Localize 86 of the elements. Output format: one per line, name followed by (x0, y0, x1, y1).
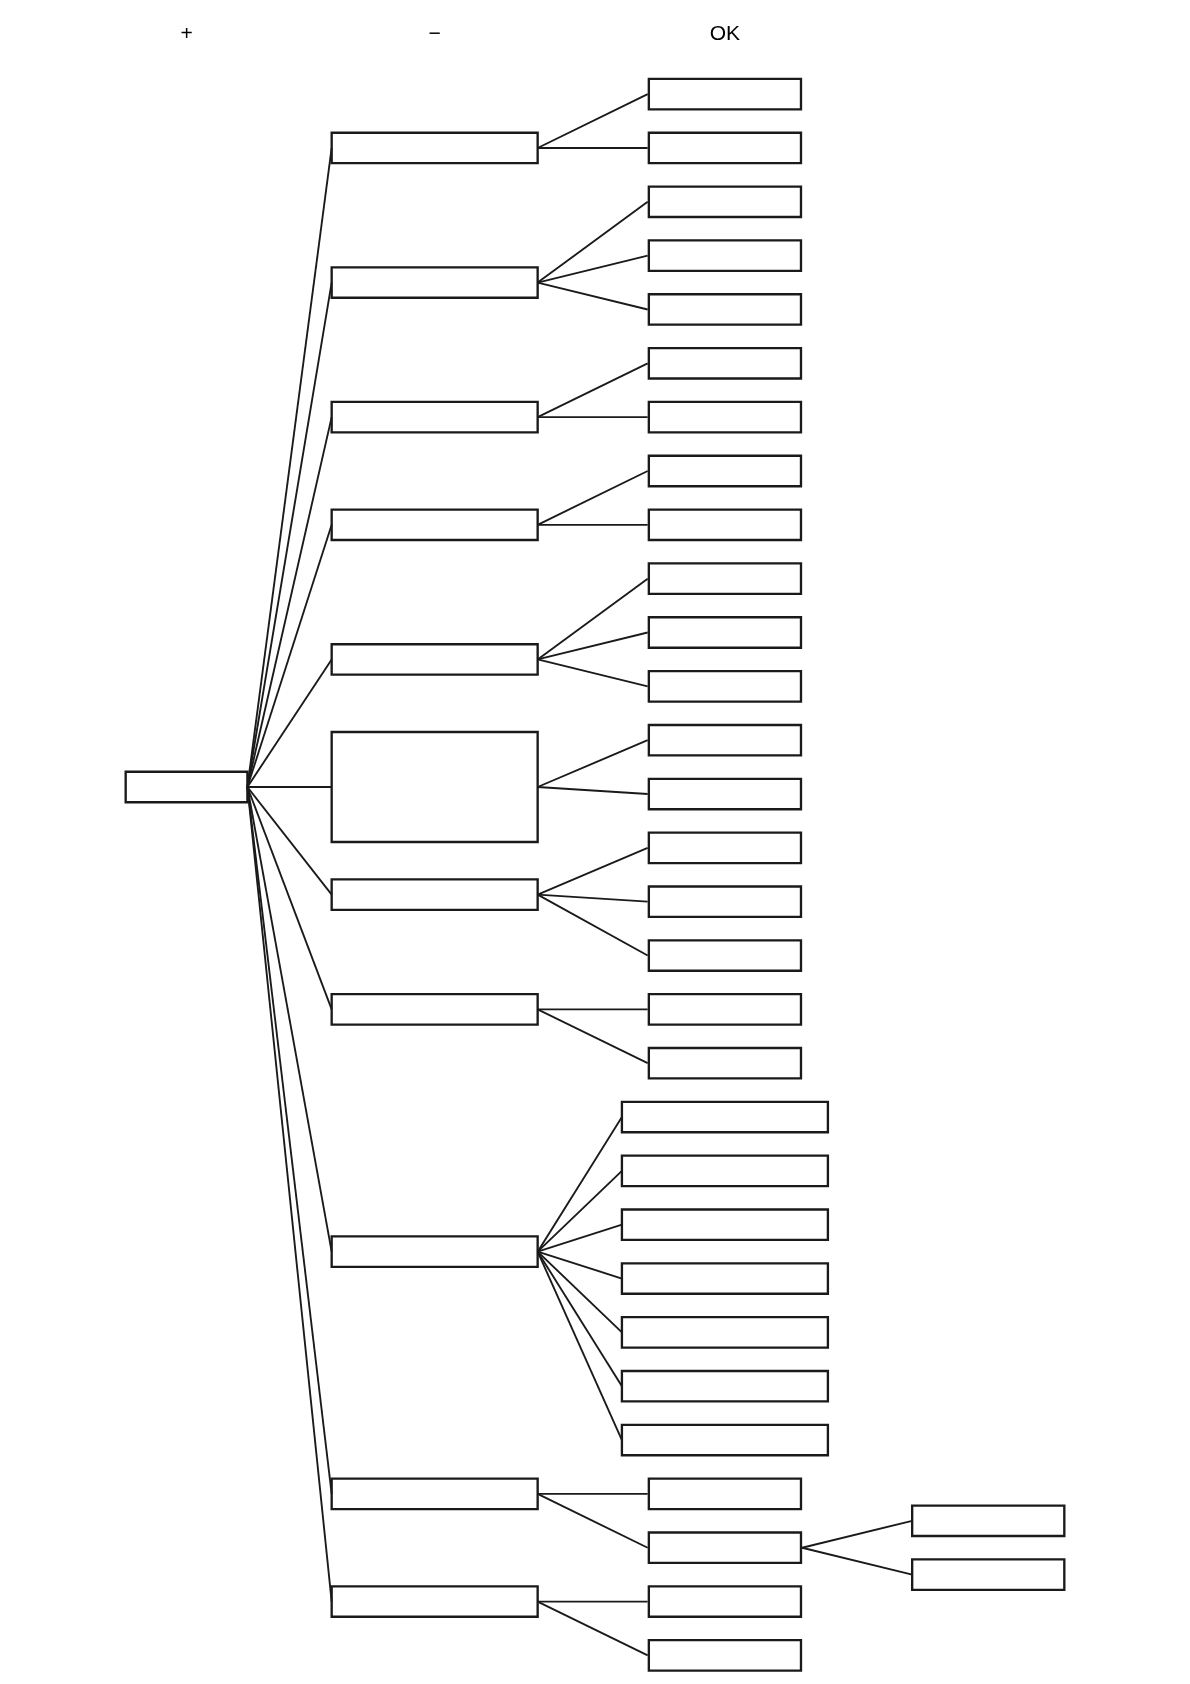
connector (246, 147, 333, 788)
connector (536, 1008, 649, 1065)
node-box (330, 131, 539, 165)
node-box (620, 1154, 830, 1188)
node-box (647, 293, 803, 326)
node-box (647, 993, 803, 1026)
node-box (647, 1531, 803, 1565)
node-box (647, 77, 803, 111)
connector (536, 1169, 623, 1253)
node-box (911, 1504, 1066, 1538)
node-box (330, 1235, 539, 1268)
connector (536, 1250, 623, 1334)
label: − (428, 20, 441, 44)
node-box (330, 508, 539, 542)
label: + (180, 20, 193, 44)
node-box (647, 939, 803, 972)
connector (801, 1519, 914, 1549)
connector (246, 416, 333, 788)
node-box (330, 878, 539, 912)
node-box (647, 723, 803, 757)
connector (246, 786, 333, 1253)
connector (536, 893, 649, 903)
node-box (620, 1100, 830, 1134)
node-box (124, 770, 249, 804)
node-box (330, 1585, 539, 1618)
label: OK (709, 20, 741, 44)
connector (536, 786, 649, 795)
connector (246, 786, 333, 1011)
node-box (647, 616, 803, 649)
connector (536, 281, 649, 311)
connector (536, 1492, 649, 1495)
connector (246, 658, 333, 788)
connector (246, 786, 333, 788)
node-box (330, 400, 539, 434)
connector (536, 1223, 623, 1253)
node-box (647, 1477, 803, 1511)
node-box (330, 643, 539, 676)
connector (536, 1116, 623, 1253)
node-box (330, 266, 539, 299)
connector (536, 846, 649, 896)
node-box (647, 131, 803, 165)
connector (536, 1600, 649, 1657)
node-box (647, 346, 803, 380)
node-box (647, 508, 803, 542)
node-box (647, 831, 803, 865)
connector (536, 200, 649, 284)
connector (536, 254, 649, 284)
connector (536, 577, 649, 661)
node-box (647, 669, 803, 703)
connector (536, 416, 649, 419)
node-box (620, 1208, 830, 1242)
connector (536, 1008, 649, 1011)
node-box (620, 1369, 830, 1403)
node-box (620, 1316, 830, 1349)
node-box (647, 562, 803, 596)
connector (536, 1492, 649, 1549)
connector (536, 1250, 623, 1280)
node-box (647, 1585, 803, 1618)
node-box (647, 185, 803, 219)
connector (536, 893, 649, 957)
connector (536, 658, 649, 688)
connector (536, 1250, 623, 1441)
node-box (647, 885, 803, 919)
connector (536, 362, 649, 419)
node-box (620, 1262, 830, 1295)
connector (536, 147, 649, 149)
node-box (647, 777, 803, 811)
node-box (330, 730, 539, 844)
node-box (647, 400, 803, 434)
node-box (911, 1558, 1066, 1592)
connector (536, 739, 649, 788)
connector (536, 523, 649, 526)
connector (536, 93, 649, 149)
node-box (647, 1046, 803, 1080)
connector (246, 786, 333, 896)
node-box (330, 993, 539, 1026)
connector (246, 281, 333, 788)
node-box (647, 239, 803, 273)
connector (801, 1546, 914, 1576)
node-box (620, 1423, 830, 1457)
connector (246, 523, 333, 788)
connector (536, 470, 649, 526)
node-box (647, 1639, 803, 1672)
node-box (647, 454, 803, 488)
node-box (330, 1477, 539, 1511)
connector (536, 1250, 623, 1388)
